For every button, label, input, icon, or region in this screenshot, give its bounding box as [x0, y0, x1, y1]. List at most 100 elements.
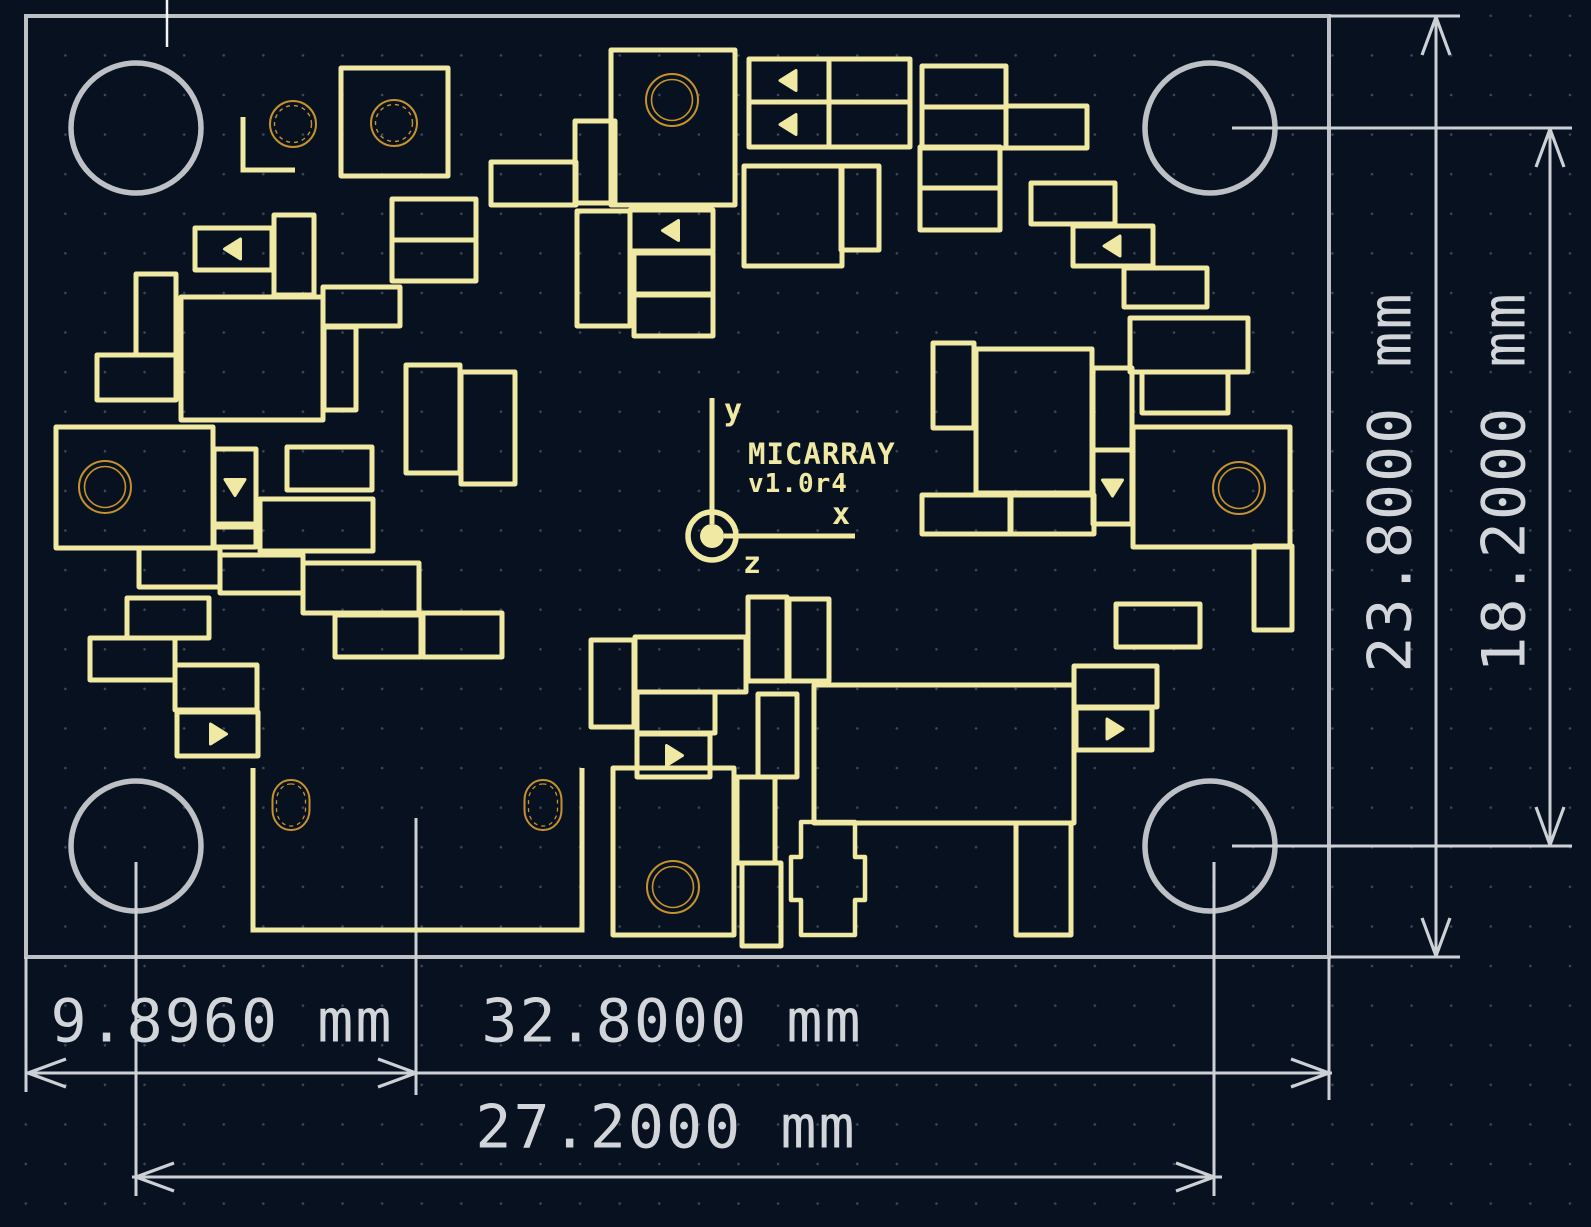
dimension-label-2[interactable]: 27.2000 mm	[475, 1093, 856, 1163]
dimension-label-4[interactable]: 18.2000 mm	[1470, 291, 1540, 672]
footprint-courtyard-51[interactable]	[136, 545, 223, 590]
footprint-courtyard-42[interactable]	[1251, 543, 1295, 633]
footprint-courtyard-22[interactable]	[826, 99, 913, 150]
footprint-courtyard-61[interactable]	[632, 634, 749, 695]
slot-pad-outer-0	[271, 779, 311, 831]
pad-ring-outer-3	[646, 860, 700, 914]
footprint-courtyard-53[interactable]	[300, 560, 422, 616]
footprint-courtyard-28[interactable]	[917, 144, 1003, 191]
footprint-courtyard-26[interactable]	[919, 104, 1009, 151]
footprint-courtyard-11[interactable]	[403, 362, 463, 476]
pin1-orientation-marker-left-icon	[1102, 234, 1122, 258]
footprint-courtyard-41[interactable]	[1130, 424, 1293, 550]
footprint-courtyard-49[interactable]	[284, 444, 375, 493]
footprint-courtyard-7[interactable]	[321, 324, 359, 413]
footprint-courtyard-34[interactable]	[1139, 369, 1231, 416]
footprint-courtyard-0[interactable]	[338, 65, 451, 179]
origin-dot-icon	[700, 524, 724, 548]
dimension-arrowhead-7	[1548, 128, 1566, 168]
footprint-courtyard-5[interactable]	[178, 294, 326, 423]
connector-open-outline[interactable]	[250, 768, 585, 933]
dimension-arrowhead-1	[377, 1057, 417, 1075]
axis-label-z: z	[743, 546, 761, 581]
footprint-courtyard-58[interactable]	[172, 662, 260, 713]
footprint-courtyard-18[interactable]	[631, 292, 716, 339]
pad-ring-outer-2	[1212, 461, 1266, 515]
pad-ring-inner-1	[83, 465, 127, 509]
footprint-courtyard-68[interactable]	[734, 774, 778, 866]
pad-dashed-outer-1	[370, 99, 418, 147]
footprint-courtyard-65[interactable]	[786, 596, 832, 684]
footprint-courtyard-17[interactable]	[631, 250, 716, 297]
footprint-courtyard-29[interactable]	[917, 185, 1003, 233]
footprint-courtyard-63[interactable]	[634, 731, 713, 780]
fiducial-corner-bracket	[240, 117, 295, 173]
footprint-courtyard-52[interactable]	[217, 552, 306, 596]
footprint-courtyard-48[interactable]	[211, 524, 259, 550]
footprint-courtyard-57[interactable]	[87, 635, 178, 683]
dimension-arrowhead-0	[27, 1057, 67, 1075]
footprint-courtyard-36[interactable]	[973, 346, 1095, 496]
dimension-arrowhead-7	[1534, 128, 1552, 168]
footprint-courtyard-30[interactable]	[1028, 180, 1118, 227]
footprint-courtyard-9[interactable]	[389, 237, 479, 284]
footprint-courtyard-24[interactable]	[838, 163, 882, 253]
footprint-courtyard-47[interactable]	[211, 446, 259, 527]
dimension-arrowhead-3	[135, 1175, 175, 1193]
pad-ring-inner-3	[651, 865, 695, 909]
footprint-courtyard-16[interactable]	[574, 208, 633, 329]
footprint-courtyard-70[interactable]	[610, 765, 737, 938]
dimension-label-3[interactable]: 23.8000 mm	[1356, 291, 1426, 672]
footprint-courtyard-3[interactable]	[133, 271, 179, 358]
footprint-courtyard-59[interactable]	[174, 709, 261, 759]
footprint-courtyard-33[interactable]	[1127, 315, 1251, 375]
footprint-courtyard-6[interactable]	[320, 284, 403, 329]
dimension-arrowhead-0	[27, 1071, 67, 1089]
pad-dashed-inner-1	[374, 103, 414, 143]
footprint-courtyard-56[interactable]	[124, 595, 212, 641]
pin1-orientation-marker-right-icon	[1105, 717, 1125, 741]
footprint-courtyard-69[interactable]	[739, 860, 784, 949]
footprint-courtyard-12[interactable]	[458, 369, 518, 487]
footprint-courtyard-31[interactable]	[1070, 223, 1156, 269]
footprint-courtyard-43[interactable]	[1113, 601, 1203, 650]
footprint-courtyard-13[interactable]	[608, 47, 738, 208]
slot-pad-outer-1	[523, 779, 563, 831]
dimension-label-1[interactable]: 32.8000 mm	[481, 987, 862, 1057]
plus-shaped-connector-outline[interactable]	[788, 819, 868, 938]
footprint-courtyard-38[interactable]	[1008, 492, 1097, 537]
origin-ring-icon	[685, 509, 739, 563]
footprint-courtyard-55[interactable]	[420, 610, 505, 660]
footprint-courtyard-64[interactable]	[745, 594, 790, 684]
footprint-courtyard-2[interactable]	[271, 212, 317, 298]
dimension-label-0[interactable]: 9.8960 mm	[50, 987, 393, 1057]
footprint-courtyard-35[interactable]	[930, 340, 977, 431]
footprint-courtyard-32[interactable]	[1121, 265, 1210, 310]
footprint-courtyard-60[interactable]	[588, 637, 637, 730]
footprint-courtyard-4[interactable]	[94, 352, 179, 403]
footprint-courtyard-67[interactable]	[811, 682, 1077, 826]
footprint-courtyard-39[interactable]	[1090, 365, 1135, 453]
footprint-courtyard-71[interactable]	[1013, 820, 1074, 938]
footprint-courtyard-27[interactable]	[1003, 103, 1090, 151]
board-title-text: MICARRAY	[748, 437, 896, 471]
pin1-orientation-marker-right-icon	[209, 722, 228, 746]
footprint-courtyard-8[interactable]	[389, 196, 479, 243]
footprint-courtyard-23[interactable]	[741, 163, 845, 269]
footprint-courtyard-54[interactable]	[332, 612, 424, 660]
pad-ring-outer-0	[645, 73, 699, 127]
footprint-courtyard-62[interactable]	[634, 689, 718, 736]
footprint-courtyard-37[interactable]	[919, 492, 1013, 537]
pin1-orientation-marker-right-icon	[665, 744, 684, 767]
footprint-courtyard-44[interactable]	[1071, 663, 1160, 710]
footprint-courtyard-21[interactable]	[826, 56, 913, 105]
footprint-courtyard-14[interactable]	[572, 118, 618, 206]
dimension-arrowhead-5	[1434, 16, 1452, 56]
footprint-courtyard-10[interactable]	[488, 159, 579, 208]
footprint-courtyard-50[interactable]	[257, 496, 376, 554]
dimension-arrowhead-6	[1434, 917, 1452, 957]
footprint-courtyard-66[interactable]	[755, 691, 800, 780]
footprint-courtyard-25[interactable]	[919, 63, 1009, 110]
